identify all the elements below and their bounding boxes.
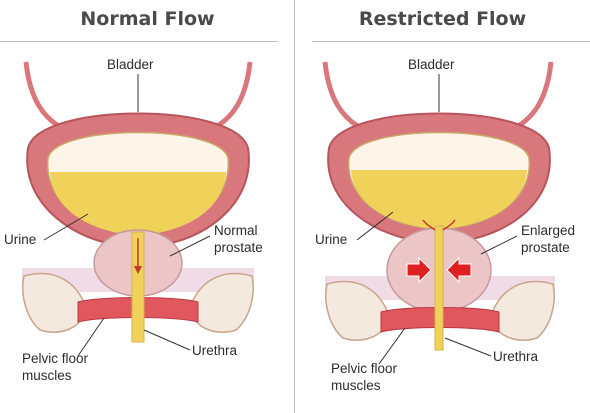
panel-title: Normal Flow — [80, 8, 215, 30]
pubic-bone-right — [490, 280, 555, 341]
prostate-label-line2: prostate — [214, 240, 263, 255]
urine-label: Urine — [315, 232, 348, 247]
urethra — [131, 231, 145, 343]
urine-leader — [43, 213, 89, 241]
urine-leader — [356, 211, 394, 241]
prostate-label-line2: prostate — [521, 240, 570, 255]
urine — [50, 172, 226, 234]
ureter-left — [23, 61, 64, 131]
panel-title: Restricted Flow — [358, 8, 527, 30]
pelvic-leader — [378, 327, 406, 365]
urethra-label: Urethra — [493, 349, 539, 364]
prostate-label-line1: Enlarged — [521, 223, 576, 238]
urethra-label: Urethra — [192, 343, 238, 358]
ureter-right — [212, 61, 253, 131]
urine-label: Urine — [4, 232, 37, 247]
pelvic-leader — [77, 317, 105, 357]
normal-flow-illustration — [22, 61, 254, 357]
ureter-left — [322, 61, 363, 131]
prostate-leader — [169, 235, 211, 257]
ureter-right — [513, 61, 554, 131]
left-title-rule — [0, 41, 278, 42]
bladder-label: Bladder — [408, 57, 455, 72]
prostate-label-line1: Normal — [214, 223, 258, 238]
normal-flow-panel: Normal Flow Bladder Urine Normal prostat… — [4, 8, 263, 383]
urethra — [434, 225, 444, 351]
pubic-bone-left — [22, 272, 87, 333]
flow-arrowhead — [134, 266, 142, 274]
flow-line-right — [442, 219, 456, 231]
urine — [351, 170, 527, 228]
flow-line-left — [422, 219, 436, 231]
urethra-leader — [143, 329, 191, 351]
restricted-flow-panel: Restricted Flow Bladder Urine Enlarged p… — [295, 0, 590, 413]
constriction-arrow-right — [446, 256, 472, 284]
prostate-leader — [480, 235, 518, 255]
constriction-arrow-left — [406, 256, 432, 284]
pelvic-label-line2: muscles — [331, 378, 381, 393]
urethra-leader — [444, 337, 492, 357]
pelvic-label-line2: muscles — [22, 368, 72, 383]
pelvic-label-line1: Pelvic floor — [331, 361, 398, 376]
restricted-flow-illustration — [322, 61, 555, 365]
right-title-rule — [312, 41, 590, 42]
pelvic-label-line1: Pelvic floor — [22, 351, 89, 366]
bladder-label: Bladder — [107, 57, 154, 72]
pubic-bone-right — [189, 272, 254, 333]
pubic-bone-left — [325, 280, 390, 341]
panel-divider — [294, 0, 295, 413]
